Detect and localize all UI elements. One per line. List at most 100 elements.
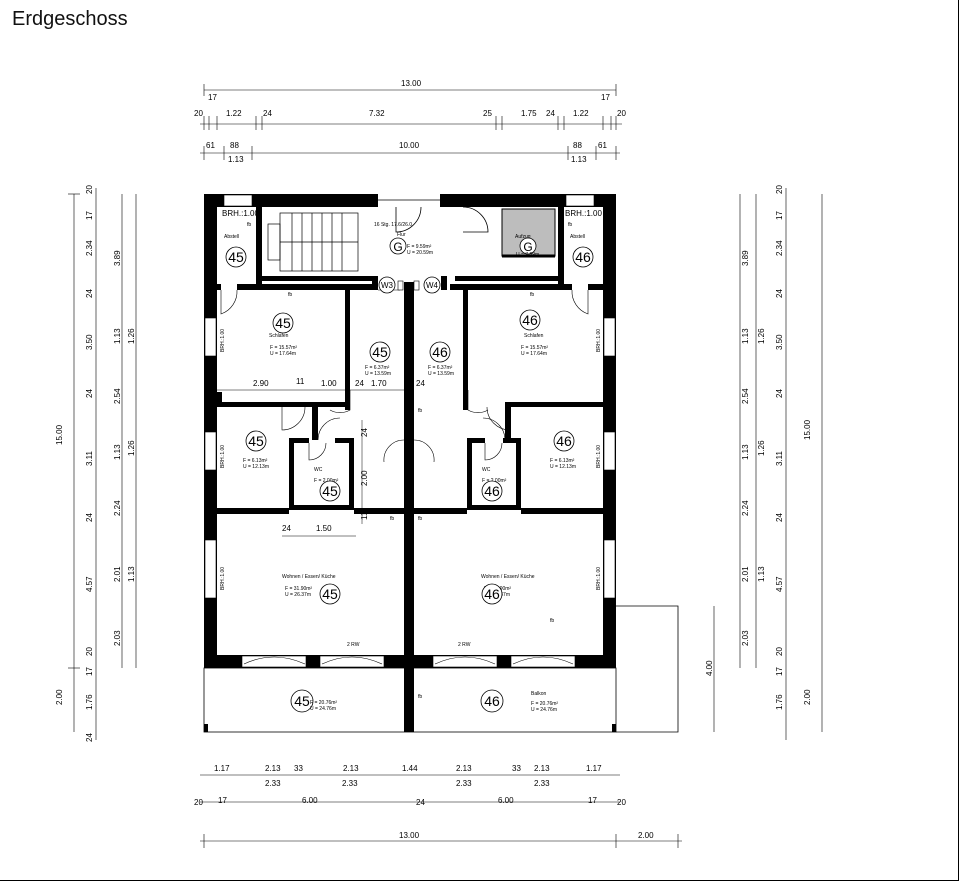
svg-text:1.13: 1.13	[113, 328, 122, 344]
svg-text:2.13: 2.13	[343, 764, 359, 773]
svg-text:2.33: 2.33	[534, 779, 550, 788]
svg-text:16 Stg. 17.6/26.0: 16 Stg. 17.6/26.0	[374, 222, 412, 228]
svg-text:2.00: 2.00	[803, 689, 812, 705]
svg-text:U = 13.59m: U = 13.59m	[365, 371, 391, 377]
svg-text:45: 45	[294, 693, 310, 709]
svg-text:fb: fb	[288, 292, 292, 298]
svg-text:U = 12.13m: U = 12.13m	[243, 464, 269, 470]
left-dimension-text: 15.00 2.00 20 17 2.34 24 3.50 24 3.11 24…	[55, 185, 136, 742]
svg-text:1.13: 1.13	[113, 444, 122, 460]
svg-text:24: 24	[775, 289, 784, 298]
svg-text:1.26: 1.26	[757, 440, 766, 456]
svg-text:U = 17.64m: U = 17.64m	[521, 351, 547, 357]
svg-text:17: 17	[775, 667, 784, 676]
dimension-lines	[68, 84, 823, 848]
svg-text:1.75: 1.75	[521, 109, 537, 118]
svg-text:F = 31.90m²: F = 31.90m²	[285, 586, 312, 592]
svg-text:F = 20.76m²: F = 20.76m²	[531, 701, 558, 707]
svg-text:BRH.:1.00: BRH.:1.00	[222, 209, 259, 218]
svg-text:F = 6.13m²: F = 6.13m²	[243, 458, 268, 464]
svg-text:4.57: 4.57	[775, 576, 784, 592]
svg-text:3.11: 3.11	[85, 450, 94, 466]
svg-text:3.11: 3.11	[775, 450, 784, 466]
svg-text:2.24: 2.24	[741, 500, 750, 516]
svg-text:24: 24	[282, 524, 291, 533]
svg-text:Schlafen: Schlafen	[524, 333, 544, 339]
svg-text:4.57: 4.57	[85, 576, 94, 592]
svg-text:BRH.:1.00: BRH.:1.00	[596, 567, 602, 590]
svg-text:2.33: 2.33	[342, 779, 358, 788]
svg-text:BRH.:1.00: BRH.:1.00	[596, 329, 602, 352]
svg-text:1.22: 1.22	[226, 109, 242, 118]
svg-text:fb: fb	[418, 694, 422, 700]
svg-text:2.00: 2.00	[360, 470, 369, 486]
svg-text:fb: fb	[568, 222, 572, 228]
svg-text:1.13: 1.13	[741, 444, 750, 460]
svg-text:W4: W4	[426, 281, 439, 290]
svg-text:46: 46	[556, 433, 572, 449]
svg-text:17: 17	[85, 667, 94, 676]
svg-text:2.34: 2.34	[85, 240, 94, 256]
svg-text:25: 25	[483, 109, 492, 118]
svg-text:U = 7.59m: U = 7.59m	[516, 252, 539, 258]
svg-text:6.00: 6.00	[498, 796, 514, 805]
svg-text:BRH.:1.00: BRH.:1.00	[220, 567, 226, 590]
svg-text:BRH.:1.00: BRH.:1.00	[220, 329, 226, 352]
svg-text:46: 46	[432, 344, 448, 360]
svg-text:33: 33	[294, 764, 303, 773]
svg-text:61: 61	[598, 141, 607, 150]
svg-text:BRH.:1.00: BRH.:1.00	[220, 445, 226, 468]
svg-text:2.33: 2.33	[265, 779, 281, 788]
svg-text:13.00: 13.00	[399, 831, 420, 840]
svg-text:2.54: 2.54	[741, 388, 750, 404]
svg-text:46: 46	[484, 693, 500, 709]
svg-text:1.44: 1.44	[402, 764, 418, 773]
svg-text:G: G	[393, 240, 402, 254]
svg-text:20: 20	[194, 798, 203, 807]
svg-text:24: 24	[416, 798, 425, 807]
svg-text:1.13: 1.13	[127, 566, 136, 582]
svg-text:2.01: 2.01	[113, 566, 122, 582]
svg-text:1.17: 1.17	[214, 764, 230, 773]
svg-text:F = 2.00m²: F = 2.00m²	[314, 478, 339, 484]
svg-text:U = 12.13m: U = 12.13m	[550, 464, 576, 470]
terrace-doors	[243, 656, 574, 665]
svg-text:45: 45	[228, 249, 244, 265]
svg-text:1.13: 1.13	[571, 155, 587, 164]
svg-text:17: 17	[775, 211, 784, 220]
right-dimension-text: 15.00 2.00 20 17 2.34 24 3.50 24 3.11 24…	[705, 185, 812, 710]
svg-text:Aufzug: Aufzug	[515, 234, 531, 240]
svg-text:F = 15.57m²: F = 15.57m²	[270, 345, 297, 351]
svg-text:2.03: 2.03	[113, 630, 122, 646]
svg-text:1.26: 1.26	[127, 328, 136, 344]
svg-text:45: 45	[372, 344, 388, 360]
svg-text:24: 24	[416, 379, 425, 388]
svg-text:46: 46	[484, 483, 500, 499]
svg-text:W3: W3	[381, 281, 394, 290]
svg-text:24: 24	[85, 289, 94, 298]
svg-text:Abstell: Abstell	[224, 234, 239, 240]
svg-text:20: 20	[775, 647, 784, 656]
svg-text:WC: WC	[482, 467, 491, 473]
svg-text:2.01: 2.01	[741, 566, 750, 582]
svg-text:45: 45	[322, 483, 338, 499]
svg-text:24: 24	[546, 109, 555, 118]
svg-text:20: 20	[85, 185, 94, 194]
svg-text:WC: WC	[314, 467, 323, 473]
svg-text:10.00: 10.00	[399, 141, 420, 150]
svg-text:1.00: 1.00	[321, 379, 337, 388]
svg-text:U = 24.76m: U = 24.76m	[310, 706, 336, 712]
balcony	[203, 605, 679, 733]
svg-text:11: 11	[360, 511, 369, 520]
svg-text:F = 6.37m²: F = 6.37m²	[365, 365, 390, 371]
svg-text:3.50: 3.50	[775, 334, 784, 350]
svg-text:F = 6.37m²: F = 6.37m²	[428, 365, 453, 371]
svg-text:15.00: 15.00	[55, 424, 64, 445]
svg-text:20: 20	[617, 798, 626, 807]
svg-text:Balkon: Balkon	[531, 691, 547, 697]
svg-text:U = 13.59m: U = 13.59m	[428, 371, 454, 377]
svg-text:20: 20	[775, 185, 784, 194]
svg-text:U = 24.76m: U = 24.76m	[531, 707, 557, 713]
svg-text:24: 24	[85, 513, 94, 522]
